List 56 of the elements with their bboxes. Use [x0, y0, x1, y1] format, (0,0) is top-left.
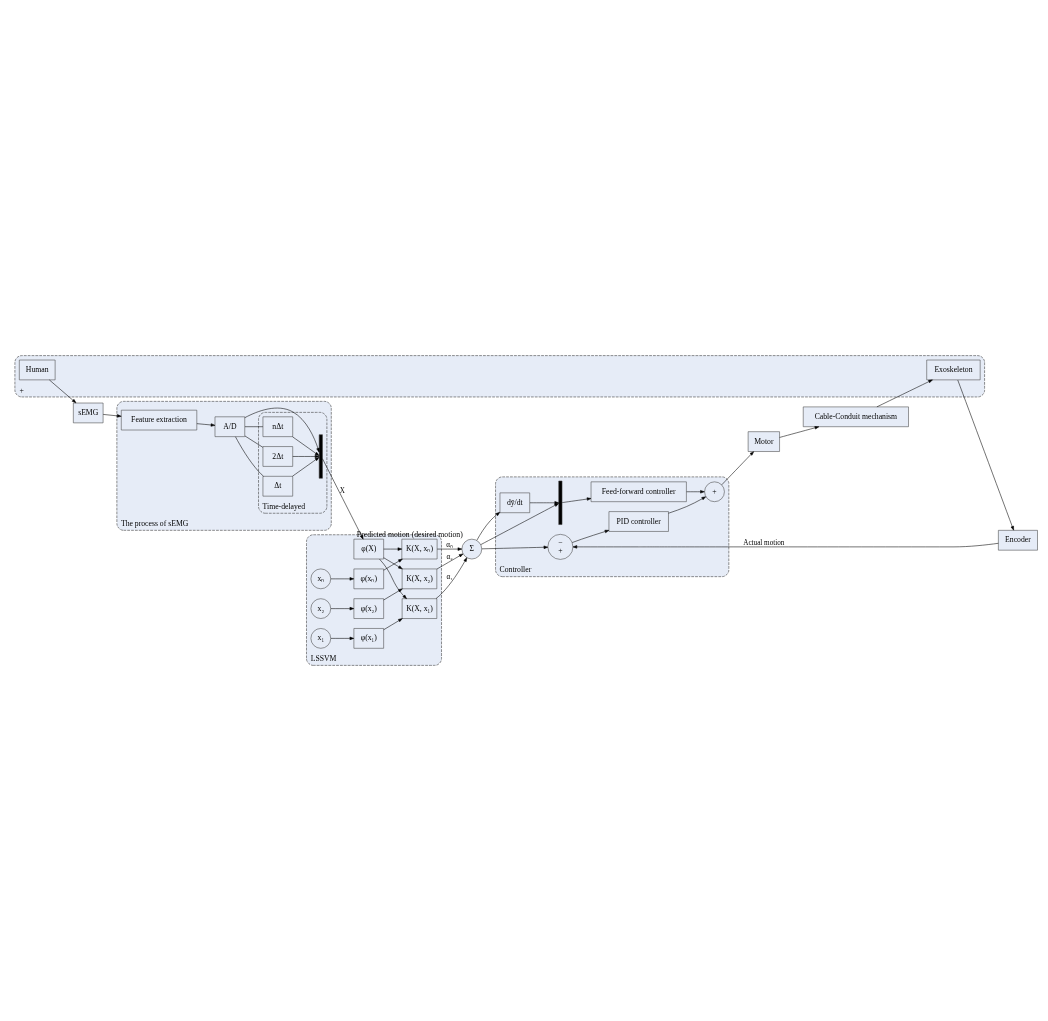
node-box: A/D: [214, 416, 246, 437]
arrow: [572, 543, 999, 549]
arrow: [686, 490, 705, 494]
node-box: Δt: [262, 476, 293, 497]
arrow: [779, 426, 820, 438]
node-box: Exoskeleton: [926, 359, 981, 381]
arrow: [721, 451, 754, 486]
node-circle: +: [704, 481, 725, 502]
node-box: φ(x₂): [353, 598, 384, 619]
node-box: sEMG: [73, 402, 104, 424]
node-box: PID controller: [608, 511, 669, 532]
node-box: Encoder: [998, 530, 1038, 551]
node-box: Human: [19, 359, 56, 381]
arrow: [383, 588, 403, 601]
arrow: [322, 458, 364, 540]
node-box: K(X, x₂): [401, 568, 438, 590]
connector: [244, 426, 264, 427]
arrow: [957, 379, 1014, 531]
arrow: [292, 454, 320, 459]
node-box: φ(xₙ): [353, 568, 384, 590]
node-box: Cable-Conduit mechanism: [802, 406, 909, 427]
arrow: [435, 557, 468, 599]
arrow: [330, 636, 355, 640]
node-circle: x₁: [310, 628, 331, 649]
node-box: K(X, xₙ): [401, 538, 438, 560]
arrow: [292, 457, 320, 477]
node-box: dȳ/dt: [499, 492, 530, 513]
node-box: Feed-forward controller: [590, 481, 687, 502]
node-box: Motor: [747, 431, 780, 452]
arrow: [244, 407, 320, 453]
arrow: [668, 496, 706, 514]
arrow: [562, 497, 592, 503]
arrow: [572, 529, 610, 543]
arrow: [379, 558, 407, 599]
node-box: 2Δt: [262, 446, 293, 467]
arrow: [436, 547, 463, 551]
arrow: [196, 423, 216, 427]
node-box: K(X, x₁): [401, 598, 438, 619]
node-bar: [558, 480, 563, 525]
arrow: [481, 545, 549, 550]
arrow: [102, 414, 122, 418]
arrow: [292, 436, 320, 456]
arrow: [476, 511, 501, 541]
arrow: [330, 577, 355, 581]
node-circle: xₙ: [310, 568, 331, 590]
arrow: [383, 547, 403, 551]
node-circle: − +: [547, 534, 574, 560]
node-box: φ(X): [353, 538, 384, 560]
node-box: φ(x₁): [353, 628, 384, 649]
arrow: [383, 618, 403, 631]
node-box: Feature extraction: [121, 409, 198, 431]
arrow: [436, 553, 464, 570]
node-circle: x₂: [310, 598, 331, 619]
arrow: [49, 379, 77, 404]
arrow: [330, 607, 355, 611]
node-box: nΔt: [262, 416, 293, 437]
